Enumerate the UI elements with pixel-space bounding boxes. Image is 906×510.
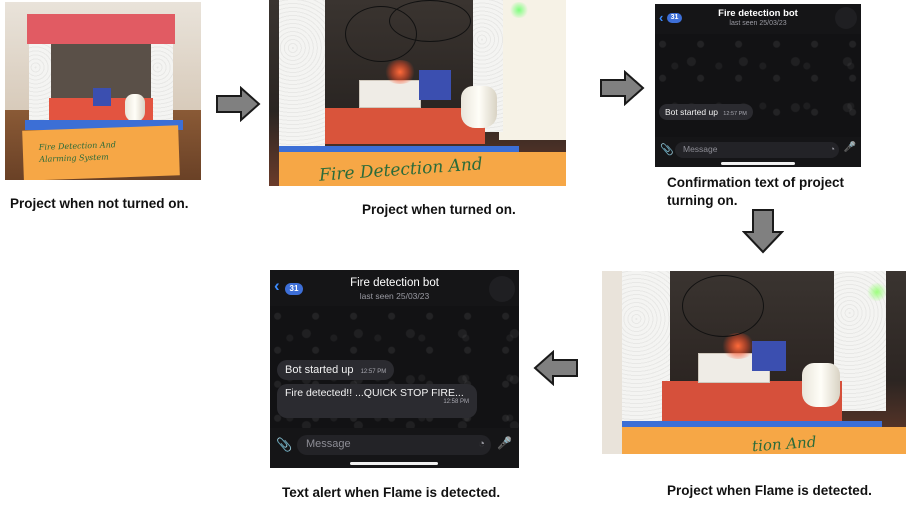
chevron-left-icon[interactable]: ‹ (274, 276, 280, 295)
caption-project-on: Project when turned on. (362, 202, 516, 217)
arrow-right-icon (600, 70, 645, 106)
message-input[interactable]: Message ◔ (297, 435, 491, 455)
caption-text-alert: Text alert when Flame is detected. (282, 485, 501, 500)
sticker-icon[interactable]: ◔ (829, 144, 835, 154)
message-bubble: Bot started up 12:57 PM (659, 104, 753, 120)
box-roof (27, 14, 175, 44)
chat-status: last seen 25/03/23 (729, 20, 787, 27)
chat-screenshot-fire-alert: ‹ 31 Fire detection bot last seen 25/03/… (270, 270, 519, 468)
sticker-icon[interactable]: ◔ (478, 438, 485, 450)
caption-project-off: Project when not turned on. (10, 196, 189, 211)
chat-title: Fire detection bot (350, 277, 439, 289)
arrow-down-icon (742, 209, 784, 254)
chat-screenshot-startup: ‹ 31 Fire detection bot last seen 25/03/… (655, 4, 861, 167)
box-label-text: tion And (751, 432, 817, 454)
unread-count-badge[interactable]: 31 (285, 283, 303, 295)
message-bubble: Bot started up 12:57 PM (277, 360, 395, 380)
message-input-bar: 📎 Message ◔ 🎤 (270, 428, 519, 468)
microphone-icon[interactable]: 🎤 (843, 142, 856, 153)
message-bubble: Fire detected!! ...QUICK STOP FIRE... 12… (277, 384, 477, 418)
message-input[interactable]: Message ◔ (675, 142, 839, 158)
arrow-right-icon (216, 86, 261, 122)
chevron-left-icon[interactable]: ‹ (659, 10, 664, 25)
home-indicator (350, 462, 438, 465)
photo-flame-detected: tion And (602, 271, 906, 454)
avatar[interactable] (835, 7, 857, 29)
photo-project-off: Fire Detection And Alarming System (5, 2, 201, 180)
photo-project-on: Fire Detection And (269, 0, 566, 186)
avatar[interactable] (489, 276, 515, 302)
home-indicator (721, 162, 795, 165)
paperclip-icon[interactable]: 📎 (660, 144, 674, 156)
caption-flame-detected: Project when Flame is detected. (667, 483, 872, 498)
arrow-left-icon (533, 350, 578, 386)
box-label-text: Fire Detection And Alarming System (38, 140, 117, 164)
paperclip-icon[interactable]: 📎 (276, 437, 293, 452)
microphone-icon[interactable]: 🎤 (497, 436, 512, 450)
unread-count-badge[interactable]: 31 (667, 13, 682, 23)
chat-status: last seen 25/03/23 (359, 291, 430, 301)
chat-title: Fire detection bot (718, 8, 798, 19)
caption-confirmation: Confirmation text of project turning on. (667, 175, 845, 208)
message-input-bar: 📎 Message ◔ 🎤 (655, 137, 861, 167)
